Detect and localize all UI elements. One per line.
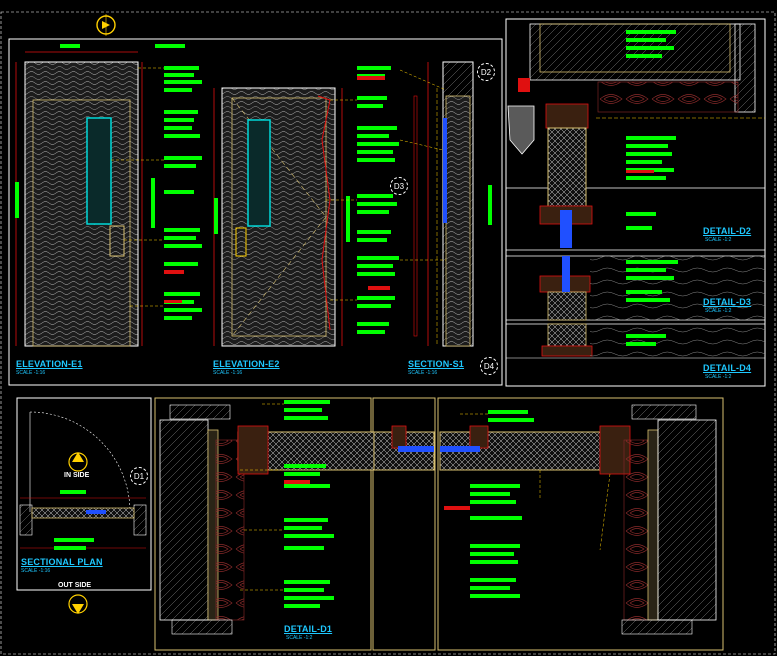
leader-lines-elevations xyxy=(111,67,447,307)
callout-d4-label: D4 xyxy=(483,361,495,371)
elevation-e2-door xyxy=(213,87,350,347)
annotation-notes-plan xyxy=(54,490,94,550)
detail-callout-icon: D3 xyxy=(390,177,408,195)
elevation-e2-title: ELEVATION-E2 xyxy=(213,359,280,369)
north-arrow-icon xyxy=(95,14,117,36)
leader-lines-detail-d1 xyxy=(240,403,611,591)
detail-d2-scale: SCALE -1:2 xyxy=(705,237,732,243)
door-handle xyxy=(109,225,125,257)
elevation-e1-title: ELEVATION-E1 xyxy=(16,359,83,369)
sheet-border xyxy=(0,11,776,655)
elevation-e2-scale: SCALE -1:16 xyxy=(213,370,243,376)
outside-label: OUT SIDE xyxy=(58,582,92,589)
detail-d3-scale: SCALE -1:2 xyxy=(705,308,732,314)
callout-d3-label: D3 xyxy=(393,181,405,191)
detail-d1-panel-center xyxy=(372,397,436,651)
elevation-e1-scale: SCALE -1:16 xyxy=(16,370,46,376)
sectional-plan-scale: SCALE -1:16 xyxy=(21,568,51,574)
sectional-plan-drawing xyxy=(19,411,147,549)
detail-callout-icon: D2 xyxy=(477,63,495,81)
section-s1-scale: SCALE -1:16 xyxy=(408,370,438,376)
detail-d3-drawing xyxy=(539,256,765,321)
detail-d1-scale: SCALE -1:2 xyxy=(286,635,313,641)
elevations-panel xyxy=(8,38,503,386)
callout-d2-label: D2 xyxy=(480,67,492,77)
detail-d1-center xyxy=(373,425,435,471)
detail-d4-title: DETAIL-D4 xyxy=(703,363,752,373)
callout-d1-label: D1 xyxy=(133,471,145,481)
detail-d3-title: DETAIL-D3 xyxy=(703,297,752,307)
elevation-e1-door xyxy=(15,51,155,347)
inside-label: IN SIDE xyxy=(64,472,90,479)
vision-glass-panel xyxy=(86,117,112,225)
detail-d1-panel-left xyxy=(154,397,372,651)
annotation-notes-details xyxy=(626,30,678,346)
annotation-notes-detail-d1 xyxy=(284,400,534,608)
details-panel xyxy=(505,18,766,387)
detail-d1-right-jamb xyxy=(439,404,717,635)
detail-callout-icon: D1 xyxy=(130,467,148,485)
annotation-highlights-elevations xyxy=(164,76,390,303)
door-closer-icon xyxy=(507,105,535,155)
detail-d2-title: DETAIL-D2 xyxy=(703,226,752,236)
detail-d1-left-jamb xyxy=(159,404,375,635)
section-s1-drawing xyxy=(413,61,492,347)
detail-d4-drawing xyxy=(506,323,765,359)
sectional-plan-panel xyxy=(16,397,152,591)
section-s1-title: SECTION-S1 xyxy=(408,359,465,369)
sectional-plan-title: SECTIONAL PLAN xyxy=(21,557,103,567)
detail-d1-panel-right xyxy=(437,397,724,651)
detail-d4-scale: SCALE -1:2 xyxy=(705,374,732,380)
annotation-highlights-detail-d1 xyxy=(284,480,470,510)
detail-callout-icon: D4 xyxy=(480,357,498,375)
detail-d1-title: DETAIL-D1 xyxy=(284,624,333,634)
